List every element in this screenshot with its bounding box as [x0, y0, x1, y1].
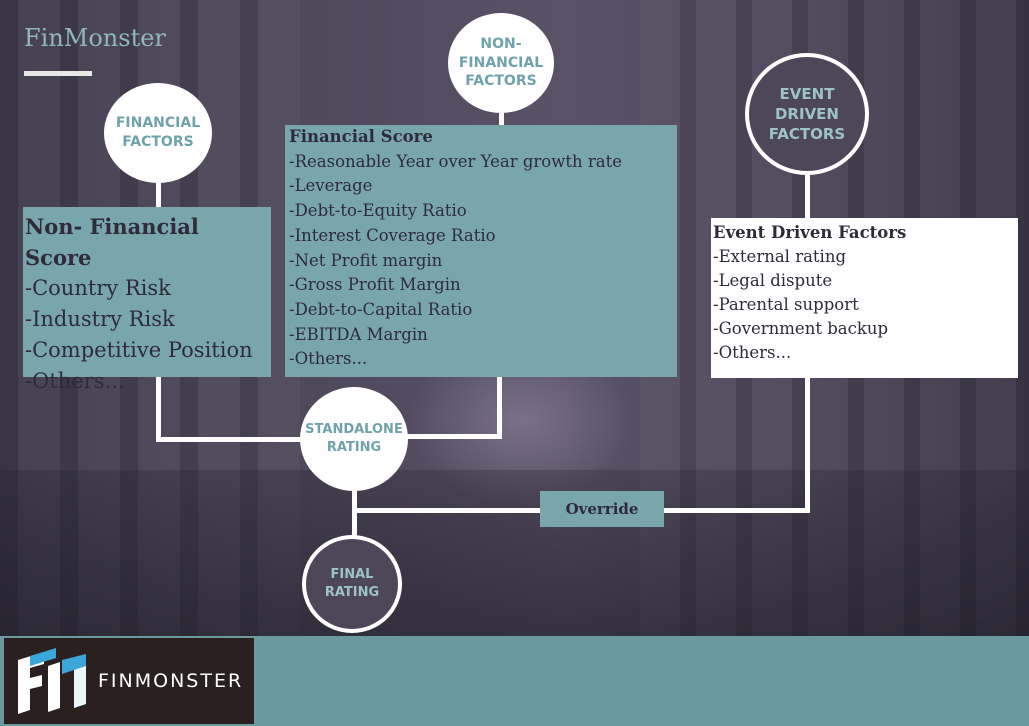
list-item: -Interest Coverage Ratio: [289, 225, 496, 245]
financial-factors-circle: FINANCIAL FACTORS: [104, 83, 212, 183]
standalone-rating-circle: STANDALONE RATING: [300, 387, 408, 491]
finmonster-logo: FINMONSTER: [4, 638, 254, 724]
list-item: -Net Profit margin: [289, 250, 443, 270]
box-title: Non- Financial Score: [25, 214, 199, 270]
circle-label: FINANCIAL: [458, 54, 544, 71]
event-driven-factors-box: Event Driven Factors -External rating -L…: [711, 218, 1018, 378]
override-label: Override: [540, 491, 664, 527]
list-item: -EBITDA Margin: [289, 324, 428, 344]
list-item: -Industry Risk: [25, 307, 175, 331]
logo-text: FINMONSTER: [98, 670, 244, 692]
list-item: -Others...: [25, 369, 125, 393]
connector-override-right: [662, 508, 810, 513]
non-financial-factors-circle: NON- FINANCIAL FACTORS: [448, 13, 554, 113]
connector-center-horizontal: [400, 434, 502, 439]
connector-event-circle-to-box: [805, 172, 810, 220]
list-item: -Country Risk: [25, 276, 171, 300]
list-item: -Reasonable Year over Year growth rate: [289, 151, 622, 171]
list-item: -Leverage: [289, 176, 373, 196]
list-item: -Legal dispute: [713, 271, 833, 290]
list-item: -Competitive Position: [25, 338, 253, 362]
circle-label: FINANCIAL: [115, 115, 201, 132]
connector-center-box-down: [497, 376, 502, 439]
connector-nonfinancial-circle-to-box: [499, 108, 504, 128]
box-title: Financial Score: [289, 127, 433, 146]
financial-score-box: Financial Score -Reasonable Year over Ye…: [285, 125, 677, 377]
list-item: -Debt-to-Capital Ratio: [289, 299, 473, 319]
list-item: -Others...: [713, 343, 792, 362]
circle-label: FINAL: [330, 567, 374, 583]
brand-title: FinMonster: [24, 24, 166, 52]
connector-standalone-to-final: [352, 488, 357, 540]
brand-underline: [24, 71, 92, 76]
box-title: Event Driven Factors: [713, 223, 907, 242]
list-item: -Others...: [289, 349, 368, 369]
finmonster-logo-icon: [18, 648, 86, 714]
circle-label: FACTORS: [465, 73, 537, 90]
connector-event-box-down: [805, 376, 810, 513]
circle-label: FACTORS: [122, 134, 194, 150]
circle-label: RATING: [324, 585, 380, 600]
circle-label: DRIVEN: [774, 104, 839, 123]
circle-label: RATING: [326, 440, 382, 455]
list-item: -Government backup: [713, 319, 889, 338]
circle-label: FACTORS: [768, 125, 846, 144]
connector-financial-circle-to-box: [156, 180, 161, 210]
final-rating-circle: FINAL RATING: [302, 535, 402, 633]
list-item: -External rating: [713, 247, 847, 266]
connector-left-horizontal: [156, 437, 306, 442]
connector-override-left: [354, 508, 542, 513]
street-road: [0, 470, 1029, 636]
list-item: -Gross Profit Margin: [289, 275, 461, 295]
non-financial-score-box: Non- Financial Score -Country Risk -Indu…: [23, 207, 271, 393]
circle-label: STANDALONE: [305, 422, 403, 438]
list-item: -Debt-to-Equity Ratio: [289, 201, 467, 221]
circle-label: EVENT: [779, 84, 835, 103]
circle-label: NON-: [480, 35, 522, 52]
list-item: -Parental support: [713, 295, 859, 314]
event-driven-factors-circle: EVENT DRIVEN FACTORS: [745, 53, 869, 175]
connector-left-box-down: [156, 376, 161, 442]
